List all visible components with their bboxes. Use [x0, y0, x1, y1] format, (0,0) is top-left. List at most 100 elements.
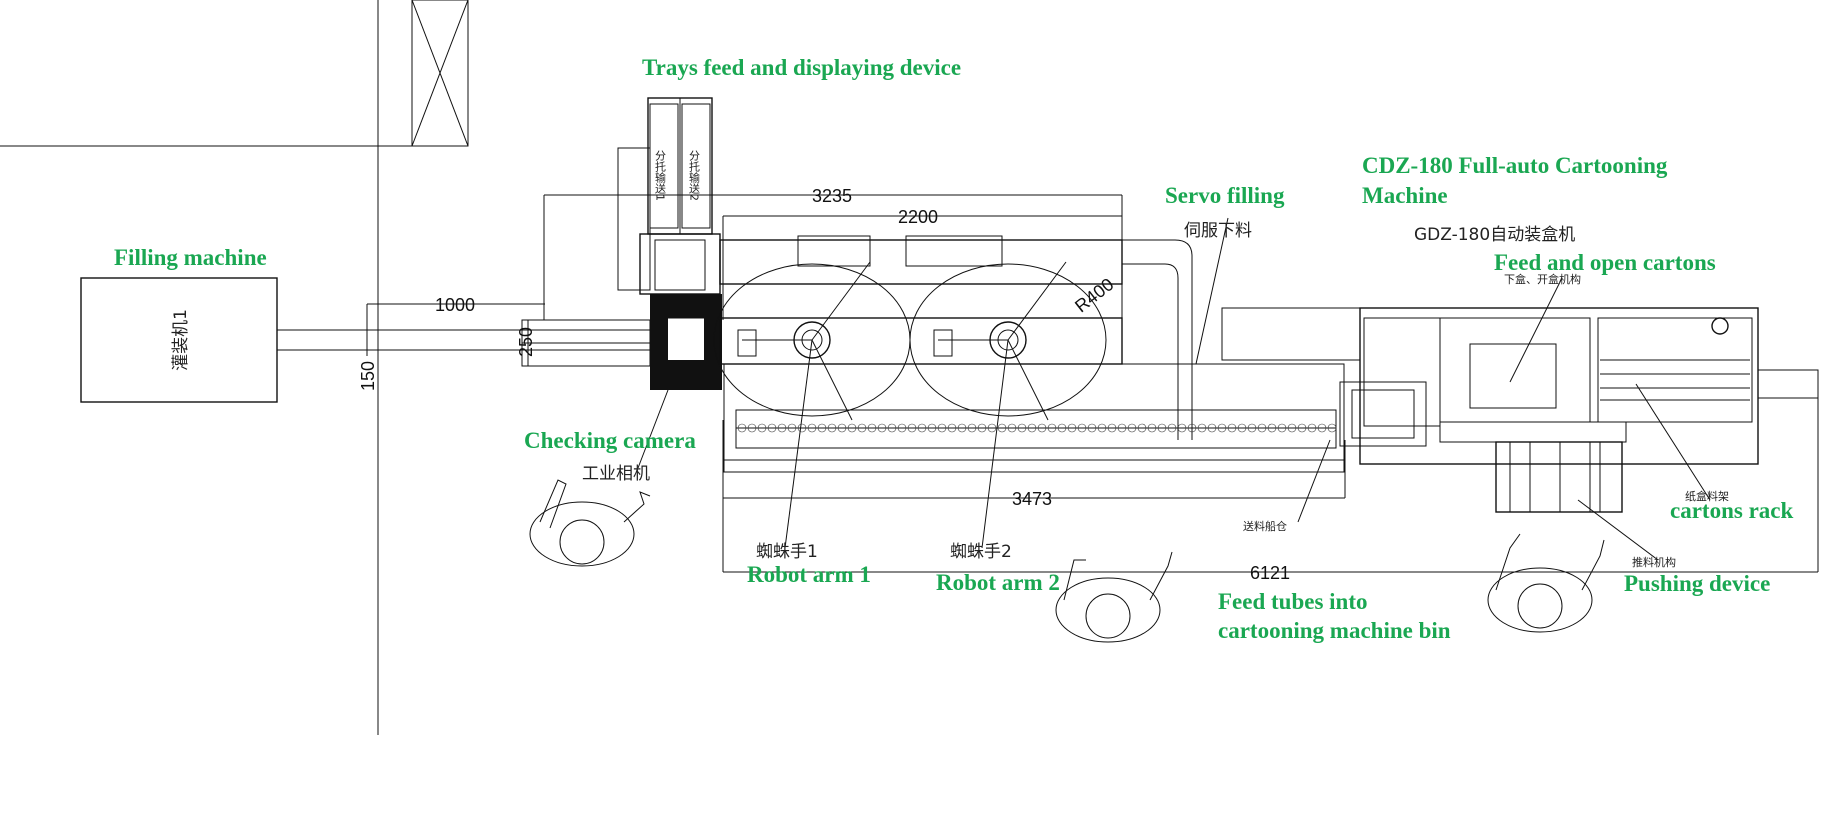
puck: [1307, 423, 1317, 433]
cartoning-machine: [1221, 277, 1819, 561]
robot-arm-2: [905, 235, 1107, 549]
puck: [917, 423, 927, 433]
cn-cartons-rack: 纸盒料架: [1685, 489, 1729, 503]
operator-2: [1055, 551, 1173, 643]
puck: [1147, 423, 1157, 433]
green-labels: Trays feed and displaying device Filling…: [114, 55, 1793, 643]
label-pushing-device: Pushing device: [1624, 571, 1770, 596]
label-cdz-line1: CDZ-180 Full-auto Cartooning: [1362, 153, 1668, 178]
puck: [1047, 423, 1057, 433]
puck: [737, 423, 747, 433]
puck-row: [737, 423, 1337, 433]
label-robot-arm-2: Robot arm 2: [936, 570, 1060, 595]
label-feed-open: Feed and open cartons: [1494, 250, 1716, 275]
puck: [977, 423, 987, 433]
cn-push: 推料机构: [1632, 555, 1676, 569]
robot-arm-1: [713, 235, 911, 549]
dimensions: 1000 150 250 3235 2200 3473 6121 R400: [358, 186, 1819, 583]
puck: [767, 423, 777, 433]
filling-machine: 灌装机1: [80, 277, 278, 403]
dim-250: 250: [516, 327, 536, 357]
dim-3235: 3235: [812, 186, 852, 206]
puck: [797, 423, 807, 433]
label-checking-camera: Checking camera: [524, 428, 696, 453]
puck: [1207, 423, 1217, 433]
servo-filling-chute: [1122, 217, 1229, 440]
puck: [1097, 423, 1107, 433]
cn-feed-bin: 送料船仓: [1243, 519, 1287, 533]
label-filling-machine: Filling machine: [114, 245, 267, 270]
cn-feed-open: 下盒、开盒机构: [1504, 272, 1581, 286]
label-servo-filling: Servo filling: [1165, 183, 1285, 208]
cn-gdz: GDZ-180自动装盒机: [1414, 225, 1575, 245]
cn-camera: 工业相机: [582, 464, 650, 484]
label-cdz-line2: Machine: [1362, 183, 1448, 208]
cn-spider2: 蜘蛛手2: [950, 542, 1012, 562]
puck: [867, 423, 877, 433]
puck: [1027, 423, 1037, 433]
dim-r400: R400: [1071, 274, 1117, 316]
puck: [907, 423, 917, 433]
cn-servo: 伺服下料: [1184, 221, 1252, 241]
puck: [747, 423, 757, 433]
puck: [1217, 423, 1227, 433]
puck: [1197, 423, 1207, 433]
dim-3473: 3473: [1012, 489, 1052, 509]
trays-feed-device: 分托输送1 分托输送2: [617, 97, 721, 295]
puck: [1317, 423, 1327, 433]
puck: [1057, 423, 1067, 433]
label-feed-tubes-2: cartooning machine bin: [1218, 618, 1451, 643]
puck: [1037, 423, 1047, 433]
dim-2200: 2200: [898, 207, 938, 227]
puck: [1237, 423, 1247, 433]
filling-machine-box-label: 灌装机1: [171, 309, 191, 371]
puck: [937, 423, 947, 433]
puck: [777, 423, 787, 433]
puck: [1017, 423, 1027, 433]
puck: [1297, 423, 1307, 433]
checking-camera-unit: [637, 294, 722, 469]
puck: [1007, 423, 1017, 433]
puck: [1257, 423, 1267, 433]
puck: [997, 423, 1007, 433]
puck: [1267, 423, 1277, 433]
puck: [987, 423, 997, 433]
puck: [1287, 423, 1297, 433]
label-cartons-rack: cartons rack: [1670, 498, 1793, 523]
puck: [837, 423, 847, 433]
puck: [1107, 423, 1117, 433]
infeed-conveyor: [277, 319, 651, 367]
puck: [947, 423, 957, 433]
cn-labels: 伺服下料 GDZ-180自动装盒机 下盒、开盒机构 工业相机 蜘蛛手1 蜘蛛手2…: [582, 221, 1729, 569]
puck: [847, 423, 857, 433]
puck: [957, 423, 967, 433]
label-feed-tubes-1: Feed tubes into: [1218, 589, 1368, 614]
puck: [857, 423, 867, 433]
puck: [817, 423, 827, 433]
dim-150: 150: [358, 361, 378, 391]
cn-spider1: 蜘蛛手1: [756, 542, 818, 562]
puck: [1327, 423, 1337, 433]
puck: [877, 423, 887, 433]
operator-3: [1487, 533, 1605, 633]
puck: [1277, 423, 1287, 433]
puck: [1137, 423, 1147, 433]
puck: [1227, 423, 1237, 433]
label-robot-arm-1: Robot arm 1: [747, 562, 871, 587]
building-grid: [0, 0, 469, 735]
dim-6121: 6121: [1250, 563, 1290, 583]
operator-1: [529, 479, 651, 567]
dim-1000: 1000: [435, 295, 475, 315]
puck: [887, 423, 897, 433]
puck: [1087, 423, 1097, 433]
label-trays-feed: Trays feed and displaying device: [642, 55, 961, 80]
puck: [1117, 423, 1127, 433]
puck: [967, 423, 977, 433]
puck: [827, 423, 837, 433]
puck: [787, 423, 797, 433]
puck: [1067, 423, 1077, 433]
puck: [1077, 423, 1087, 433]
puck: [1157, 423, 1167, 433]
puck: [807, 423, 817, 433]
